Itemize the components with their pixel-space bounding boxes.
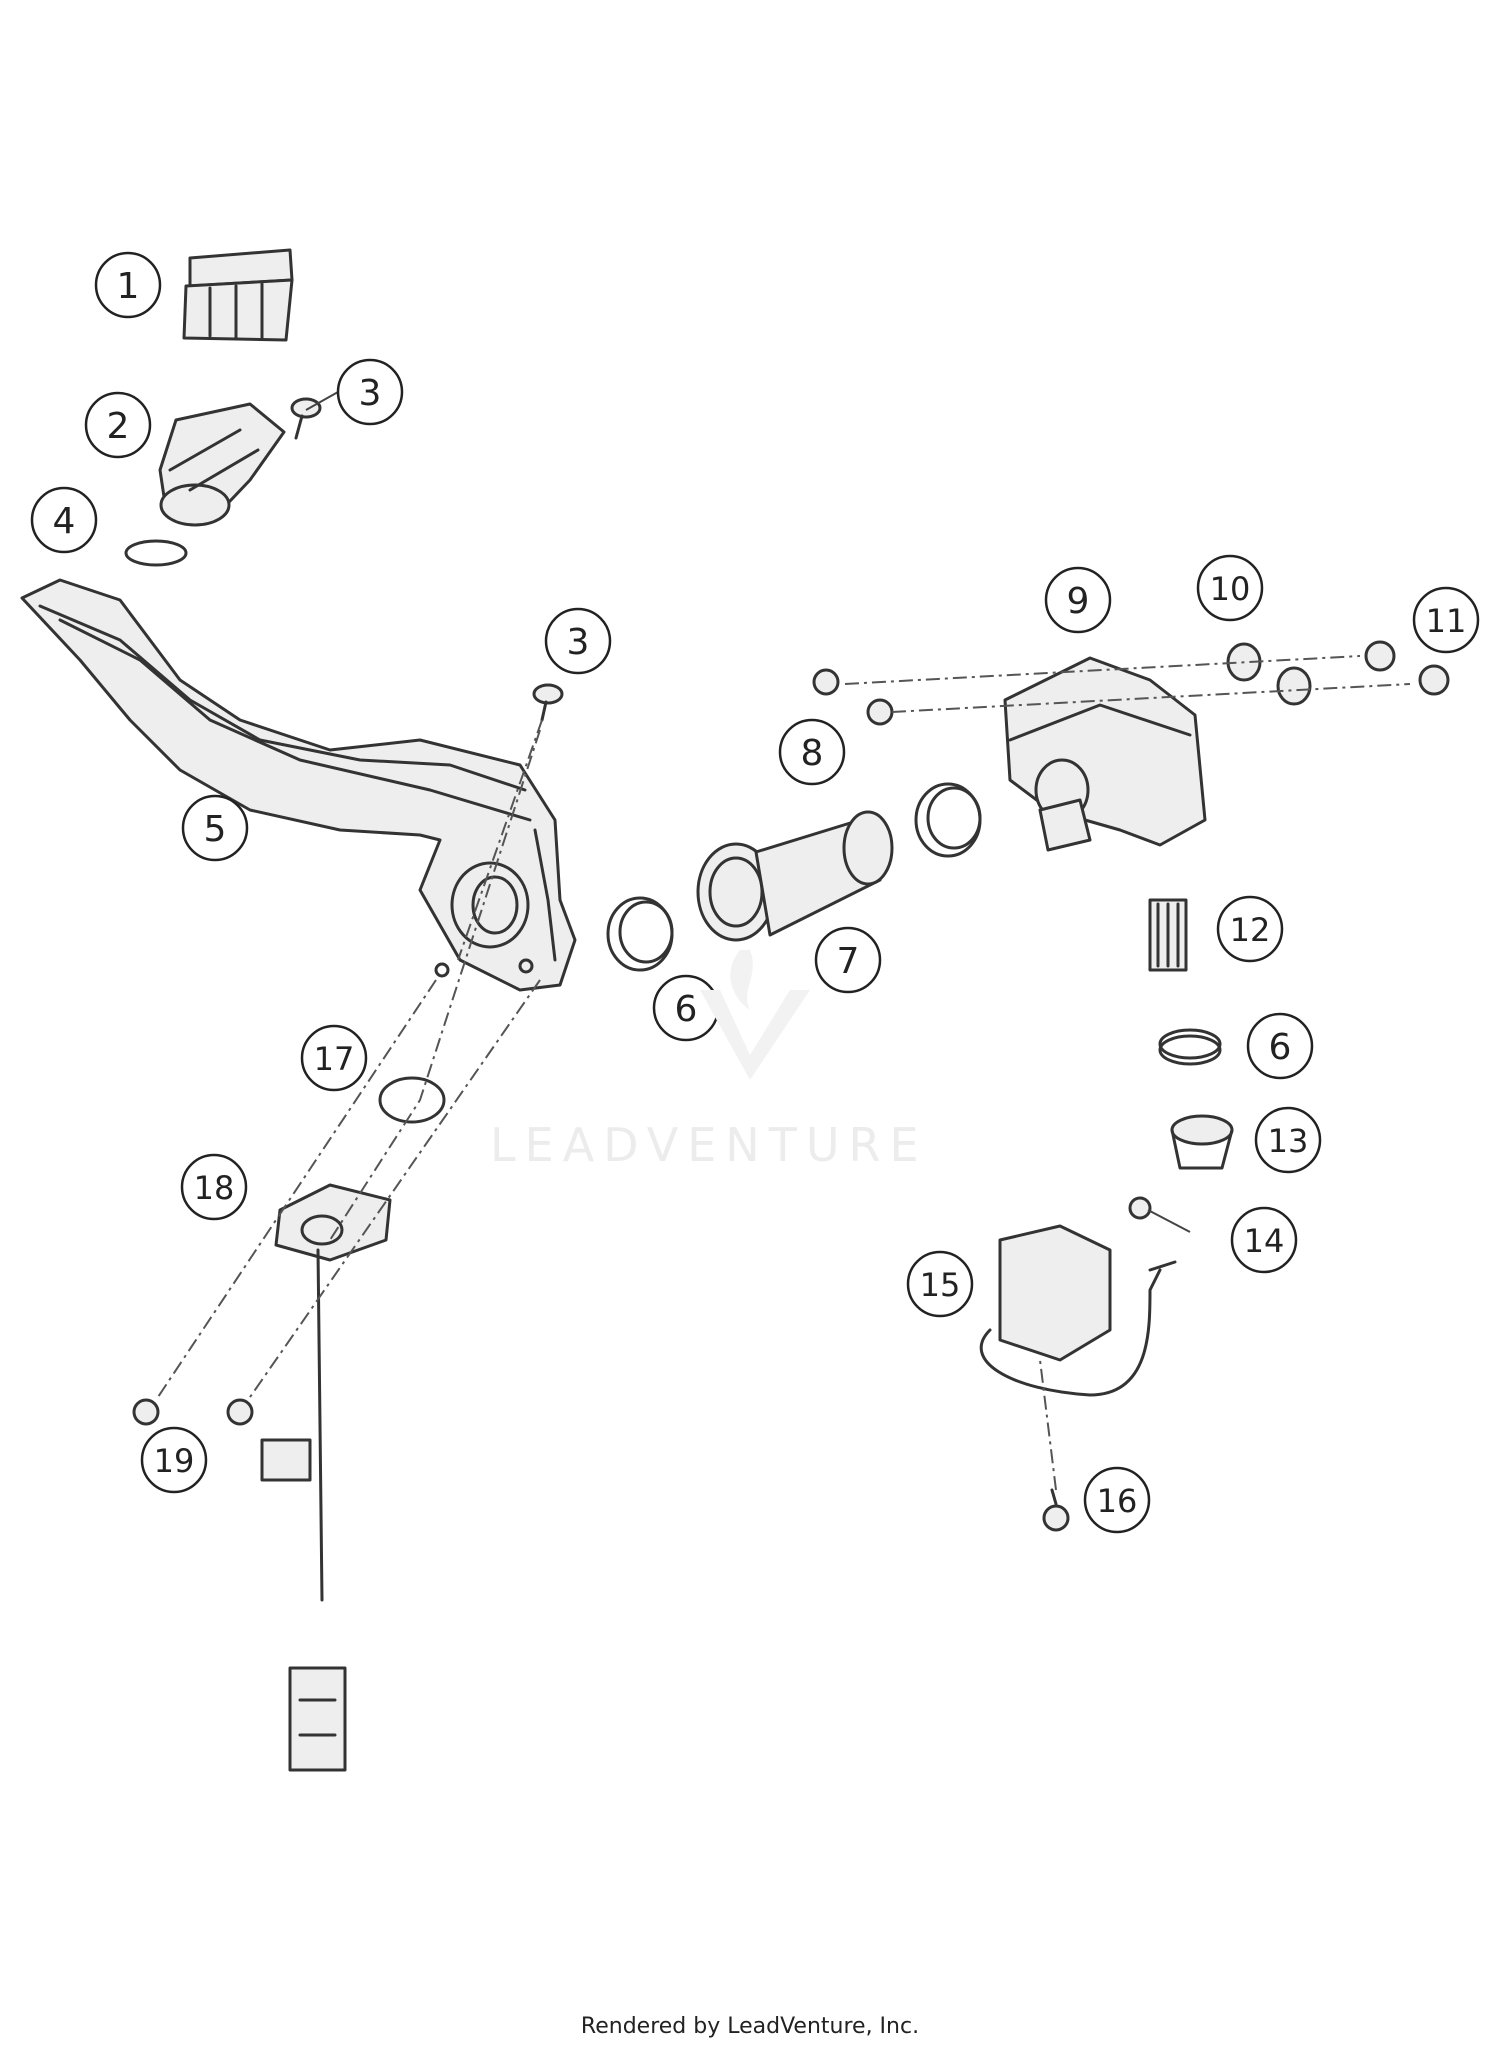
part-6-clamp-left (606, 896, 674, 972)
svg-text:1: 1 (117, 266, 140, 307)
svg-text:14: 14 (1244, 1222, 1285, 1260)
svg-text:7: 7 (837, 941, 860, 982)
svg-text:2: 2 (107, 406, 130, 447)
svg-text:10: 10 (1210, 570, 1251, 608)
part-1-reed-block (182, 248, 294, 342)
part-15-module (979, 1224, 1177, 1397)
svg-text:11: 11 (1426, 602, 1467, 640)
callout-11: 11 (1412, 586, 1480, 654)
svg-text:15: 15 (920, 1266, 961, 1304)
svg-text:6: 6 (1269, 1027, 1292, 1068)
part-4-o-ring (124, 539, 188, 567)
callout-1: 1 (94, 251, 162, 319)
callout-13: 13 (1254, 1106, 1322, 1174)
callout-2: 2 (84, 391, 152, 459)
callout-10: 10 (1196, 554, 1264, 622)
part-13-fitting (1170, 1114, 1234, 1170)
callout-14: 14 (1230, 1206, 1298, 1274)
assembly-lines (155, 655, 1411, 1491)
svg-text:17: 17 (314, 1040, 355, 1078)
callout-12: 12 (1216, 895, 1284, 963)
callout-5: 5 (181, 794, 249, 862)
svg-text:3: 3 (359, 373, 382, 414)
part-9-throttle-body (1003, 656, 1207, 852)
credit-text: Rendered by LeadVenture, Inc. (580, 2014, 920, 2039)
svg-text:16: 16 (1097, 1482, 1138, 1520)
svg-text:12: 12 (1230, 911, 1271, 949)
part-16-bolt (1042, 1488, 1070, 1532)
callout-15: 15 (906, 1250, 974, 1318)
callout-6-second: 6 (1246, 1012, 1314, 1080)
part-6-clamp-right (1158, 1028, 1222, 1066)
svg-text:18: 18 (194, 1169, 235, 1207)
leadventure-logo-watermark (700, 950, 810, 1080)
part-7-rubber-boot (696, 810, 894, 942)
svg-text:5: 5 (204, 809, 227, 850)
callout-7: 7 (814, 926, 882, 994)
watermark-text: LEADVENTURE (490, 1118, 928, 1172)
part-8-nut (812, 668, 894, 726)
part-3-screw-mid (532, 683, 564, 722)
part-6-clamp-top (914, 782, 982, 858)
part-11-bolt (1364, 640, 1450, 696)
callout-18: 18 (180, 1153, 248, 1221)
part-2-intake-flange (158, 402, 286, 527)
callout-3-second: 3 (544, 607, 612, 675)
callout-17: 17 (300, 1024, 368, 1092)
part-18-sensor (260, 1183, 392, 1772)
part-19-screw (132, 1398, 254, 1426)
leader-lines (305, 391, 1191, 1233)
part-12-filter (1148, 898, 1188, 972)
part-14-connector (1128, 1196, 1152, 1220)
callout-8: 8 (778, 718, 846, 786)
callout-9: 9 (1044, 566, 1112, 634)
part-10-sleeve (1226, 642, 1312, 706)
svg-text:8: 8 (801, 733, 824, 774)
callout-4: 4 (30, 486, 98, 554)
part-5-intake-duct (20, 578, 577, 992)
svg-text:19: 19 (154, 1442, 195, 1480)
callout-3: 3 (336, 358, 404, 426)
part-17-o-ring (378, 1076, 446, 1124)
callout-19: 19 (140, 1426, 208, 1494)
svg-text:4: 4 (53, 501, 76, 542)
part-3-screw-top (290, 397, 322, 440)
svg-text:3: 3 (567, 622, 590, 663)
callout-16: 16 (1083, 1466, 1151, 1534)
svg-text:6: 6 (675, 989, 698, 1030)
svg-text:9: 9 (1067, 581, 1090, 622)
svg-text:13: 13 (1268, 1122, 1309, 1160)
